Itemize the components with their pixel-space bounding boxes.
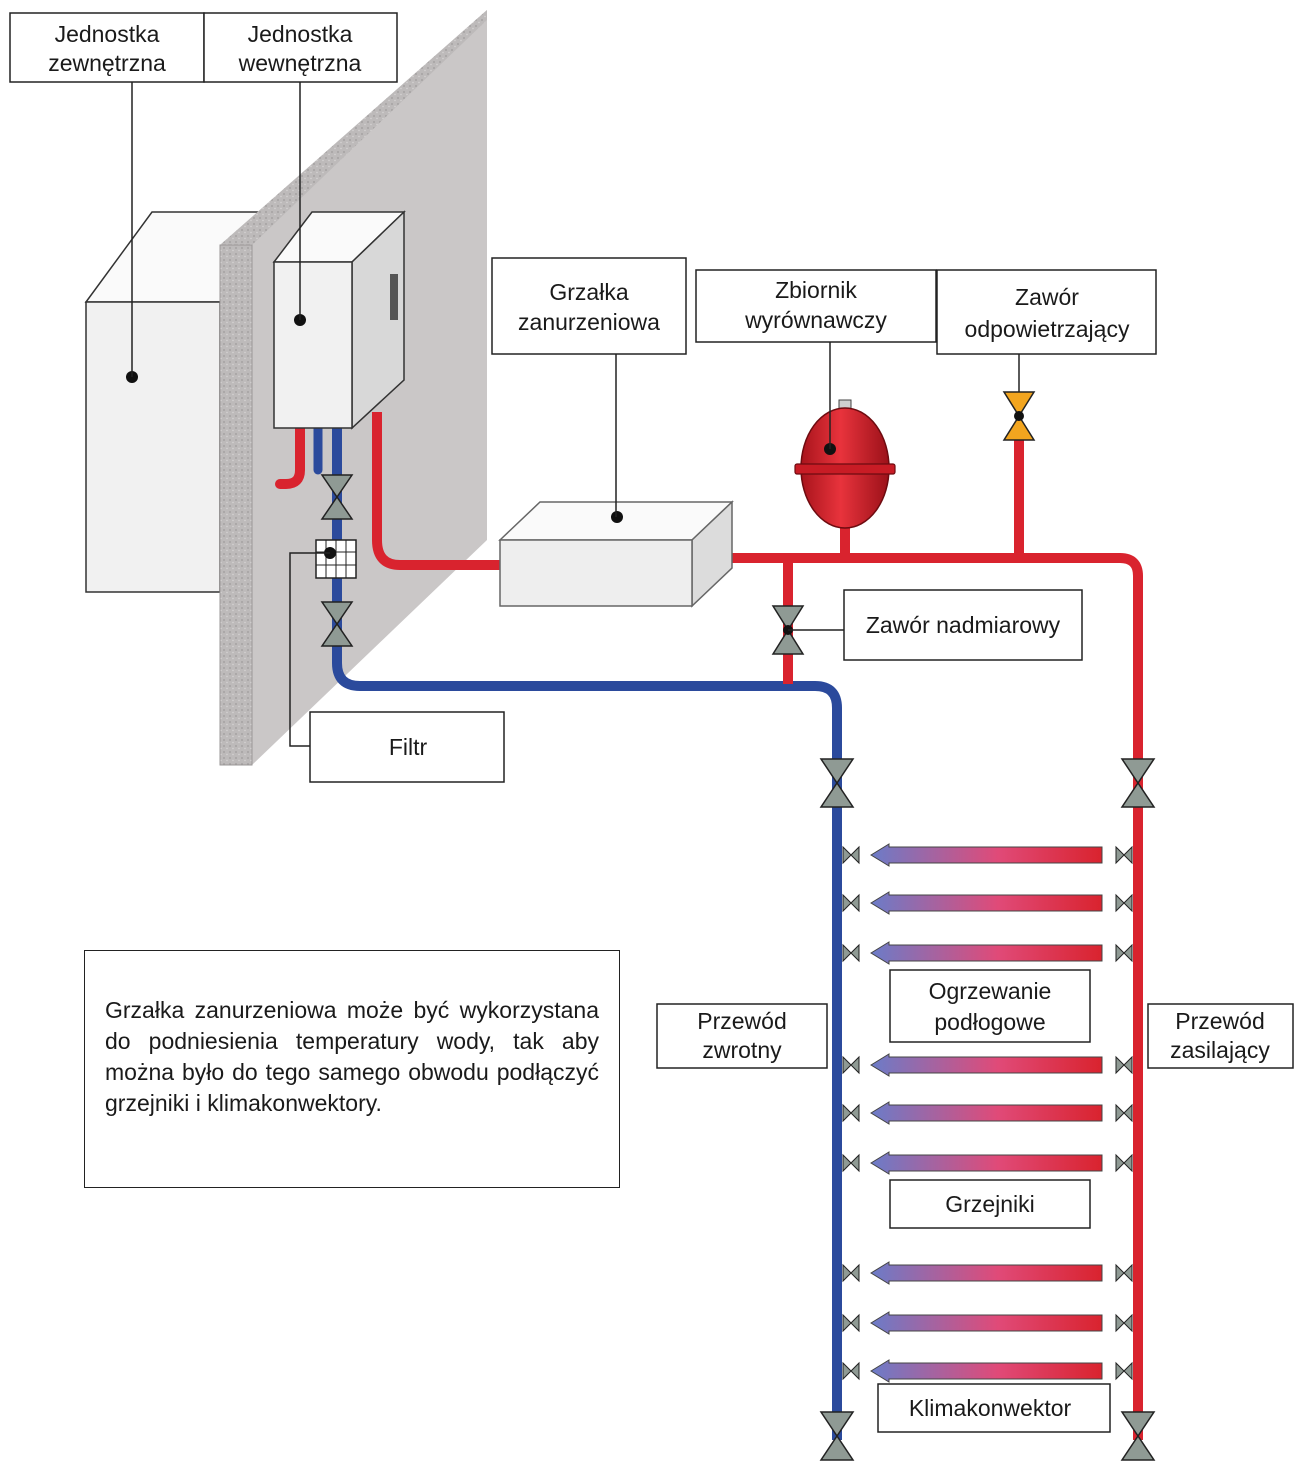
branch-valve: [842, 1103, 860, 1123]
branch-valve: [1115, 943, 1133, 963]
bypass-valve: [771, 605, 805, 655]
label-air-vent-valve-line2: odpowietrzający: [965, 316, 1130, 342]
label-air-vent-valve: Zawór odpowietrzający: [936, 269, 1157, 355]
label-supply-pipe: Przewód zasilający: [1147, 1003, 1294, 1069]
label-filter: Filtr: [309, 711, 505, 783]
branch-valve: [842, 1055, 860, 1075]
branch-valve: [1115, 845, 1133, 865]
supply-top-valve: [1120, 758, 1156, 808]
return-bottom-valve: [819, 1411, 855, 1461]
label-expansion-tank-line1: Zbiornik: [775, 277, 857, 303]
label-supply-pipe-line2: zasilający: [1170, 1037, 1270, 1063]
leader-lines: [131, 82, 1020, 747]
branch-pipe: [842, 891, 1133, 915]
branch-pipe: [842, 1053, 1133, 1077]
label-air-vent-valve-line1: Zawór: [1015, 284, 1079, 310]
indoor-upper-valve: [320, 474, 354, 520]
info-note-text: Grzałka zanurzeniowa może być wykorzysta…: [105, 997, 599, 1116]
label-bypass-valve: Zawór nadmiarowy: [843, 589, 1083, 661]
branch-valve: [842, 943, 860, 963]
branch-valve: [1115, 1055, 1133, 1075]
label-supply-pipe-line1: Przewód: [1175, 1008, 1264, 1034]
indoor-unit: [272, 210, 406, 430]
branch-valve: [842, 845, 860, 865]
branch-valve: [1115, 1153, 1133, 1173]
branch-pipe: [842, 1359, 1133, 1383]
label-fan-coil-text: Klimakonwektor: [909, 1395, 1072, 1421]
branch-valve: [842, 1313, 860, 1333]
air-vent-valve: [1002, 391, 1036, 441]
branch-valve: [1115, 1313, 1133, 1333]
label-immersion-heater-line2: zanurzeniowa: [518, 309, 660, 335]
label-underfloor-heating-line2: podłogowe: [934, 1009, 1045, 1035]
label-return-pipe-line2: zwrotny: [702, 1037, 782, 1063]
label-immersion-heater-line1: Grzałka: [549, 279, 628, 305]
branch-valve: [842, 1263, 860, 1283]
immersion-heater: [498, 500, 734, 608]
indoor-lower-valve: [320, 601, 354, 647]
filter: [315, 539, 357, 579]
label-outdoor-unit-line2: zewnętrzna: [48, 50, 166, 76]
branch-pipe: [842, 1311, 1133, 1335]
branch-pipe: [842, 1101, 1133, 1125]
label-indoor-unit-line2: wewnętrzna: [238, 50, 362, 76]
branch-pipe: [842, 1151, 1133, 1175]
branch-valve: [1115, 1103, 1133, 1123]
label-return-pipe-line1: Przewód: [697, 1008, 786, 1034]
branch-pipe: [842, 1261, 1133, 1285]
branch-pipe: [842, 843, 1133, 867]
outdoor-unit: [84, 211, 262, 593]
supply-bottom-valve: [1120, 1411, 1156, 1461]
label-outdoor-unit-line1: Jednostka: [55, 21, 160, 47]
label-outdoor-unit: Jednostka zewnętrzna: [9, 12, 205, 83]
label-return-pipe: Przewód zwrotny: [656, 1003, 828, 1069]
label-underfloor-heating-line1: Ogrzewanie: [929, 978, 1052, 1004]
label-expansion-tank: Zbiornik wyrównawczy: [695, 269, 937, 343]
label-radiators: Grzejniki: [889, 1179, 1091, 1229]
valves: [320, 391, 1156, 1461]
expansion-tank: [794, 399, 896, 529]
label-indoor-unit: Jednostka wewnętrzna: [203, 12, 398, 83]
label-fan-coil: Klimakonwektor: [877, 1383, 1111, 1433]
branch-valve: [1115, 1361, 1133, 1381]
indoor-unit-pipes: [275, 412, 842, 1440]
branch-valve: [842, 893, 860, 913]
branch-valve: [1115, 1263, 1133, 1283]
branch-valve: [842, 1153, 860, 1173]
label-radiators-text: Grzejniki: [945, 1191, 1034, 1217]
label-expansion-tank-line2: wyrównawczy: [744, 307, 887, 333]
label-indoor-unit-line1: Jednostka: [248, 21, 353, 47]
return-top-valve: [819, 758, 855, 808]
label-filter-text: Filtr: [389, 734, 428, 760]
label-bypass-valve-text: Zawór nadmiarowy: [866, 612, 1061, 638]
label-underfloor-heating: Ogrzewanie podłogowe: [889, 969, 1091, 1043]
label-immersion-heater: Grzałka zanurzeniowa: [491, 257, 687, 355]
branch-pipe: [842, 941, 1133, 965]
branch-valve: [842, 1361, 860, 1381]
heat-emitter-branches: [842, 843, 1133, 1383]
info-note: Grzałka zanurzeniowa może być wykorzysta…: [84, 950, 620, 1188]
branch-valve: [1115, 893, 1133, 913]
